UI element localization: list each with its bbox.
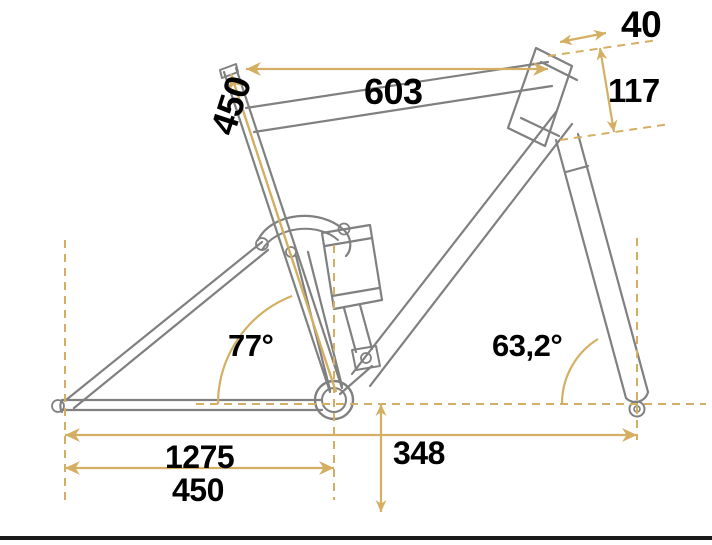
dim-label-40: 40 — [621, 4, 662, 45]
dim-label-63-2-deg: 63,2° — [492, 328, 563, 363]
angle-arc-63 — [560, 338, 599, 405]
fork — [554, 132, 650, 418]
dim-line-40 — [559, 29, 607, 46]
dimension-lines-group — [65, 29, 637, 512]
dim-line-117 — [596, 47, 618, 133]
dim-label-603: 603 — [364, 71, 423, 112]
dim-label-77-deg: 77° — [228, 328, 274, 363]
frame-outline-group — [51, 46, 650, 421]
rocker-link — [255, 214, 352, 258]
dim-line-seat-tube-450 — [229, 73, 338, 393]
dim-label-348: 348 — [393, 435, 445, 471]
down-tube — [350, 110, 574, 388]
reference-lines-group — [64, 39, 706, 500]
ref-line-head-top — [547, 39, 659, 57]
ref-line-head-bottom — [559, 123, 671, 141]
rear-dropout — [51, 398, 65, 414]
rear-shock — [320, 223, 384, 371]
angle-arc-77 — [216, 294, 293, 405]
dim-label-1275: 1275 — [165, 439, 235, 475]
dim-label-117: 117 — [608, 72, 660, 109]
seat-stay — [64, 240, 270, 410]
dim-label-chainstay-450: 450 — [172, 472, 224, 508]
chainstay — [60, 398, 324, 412]
